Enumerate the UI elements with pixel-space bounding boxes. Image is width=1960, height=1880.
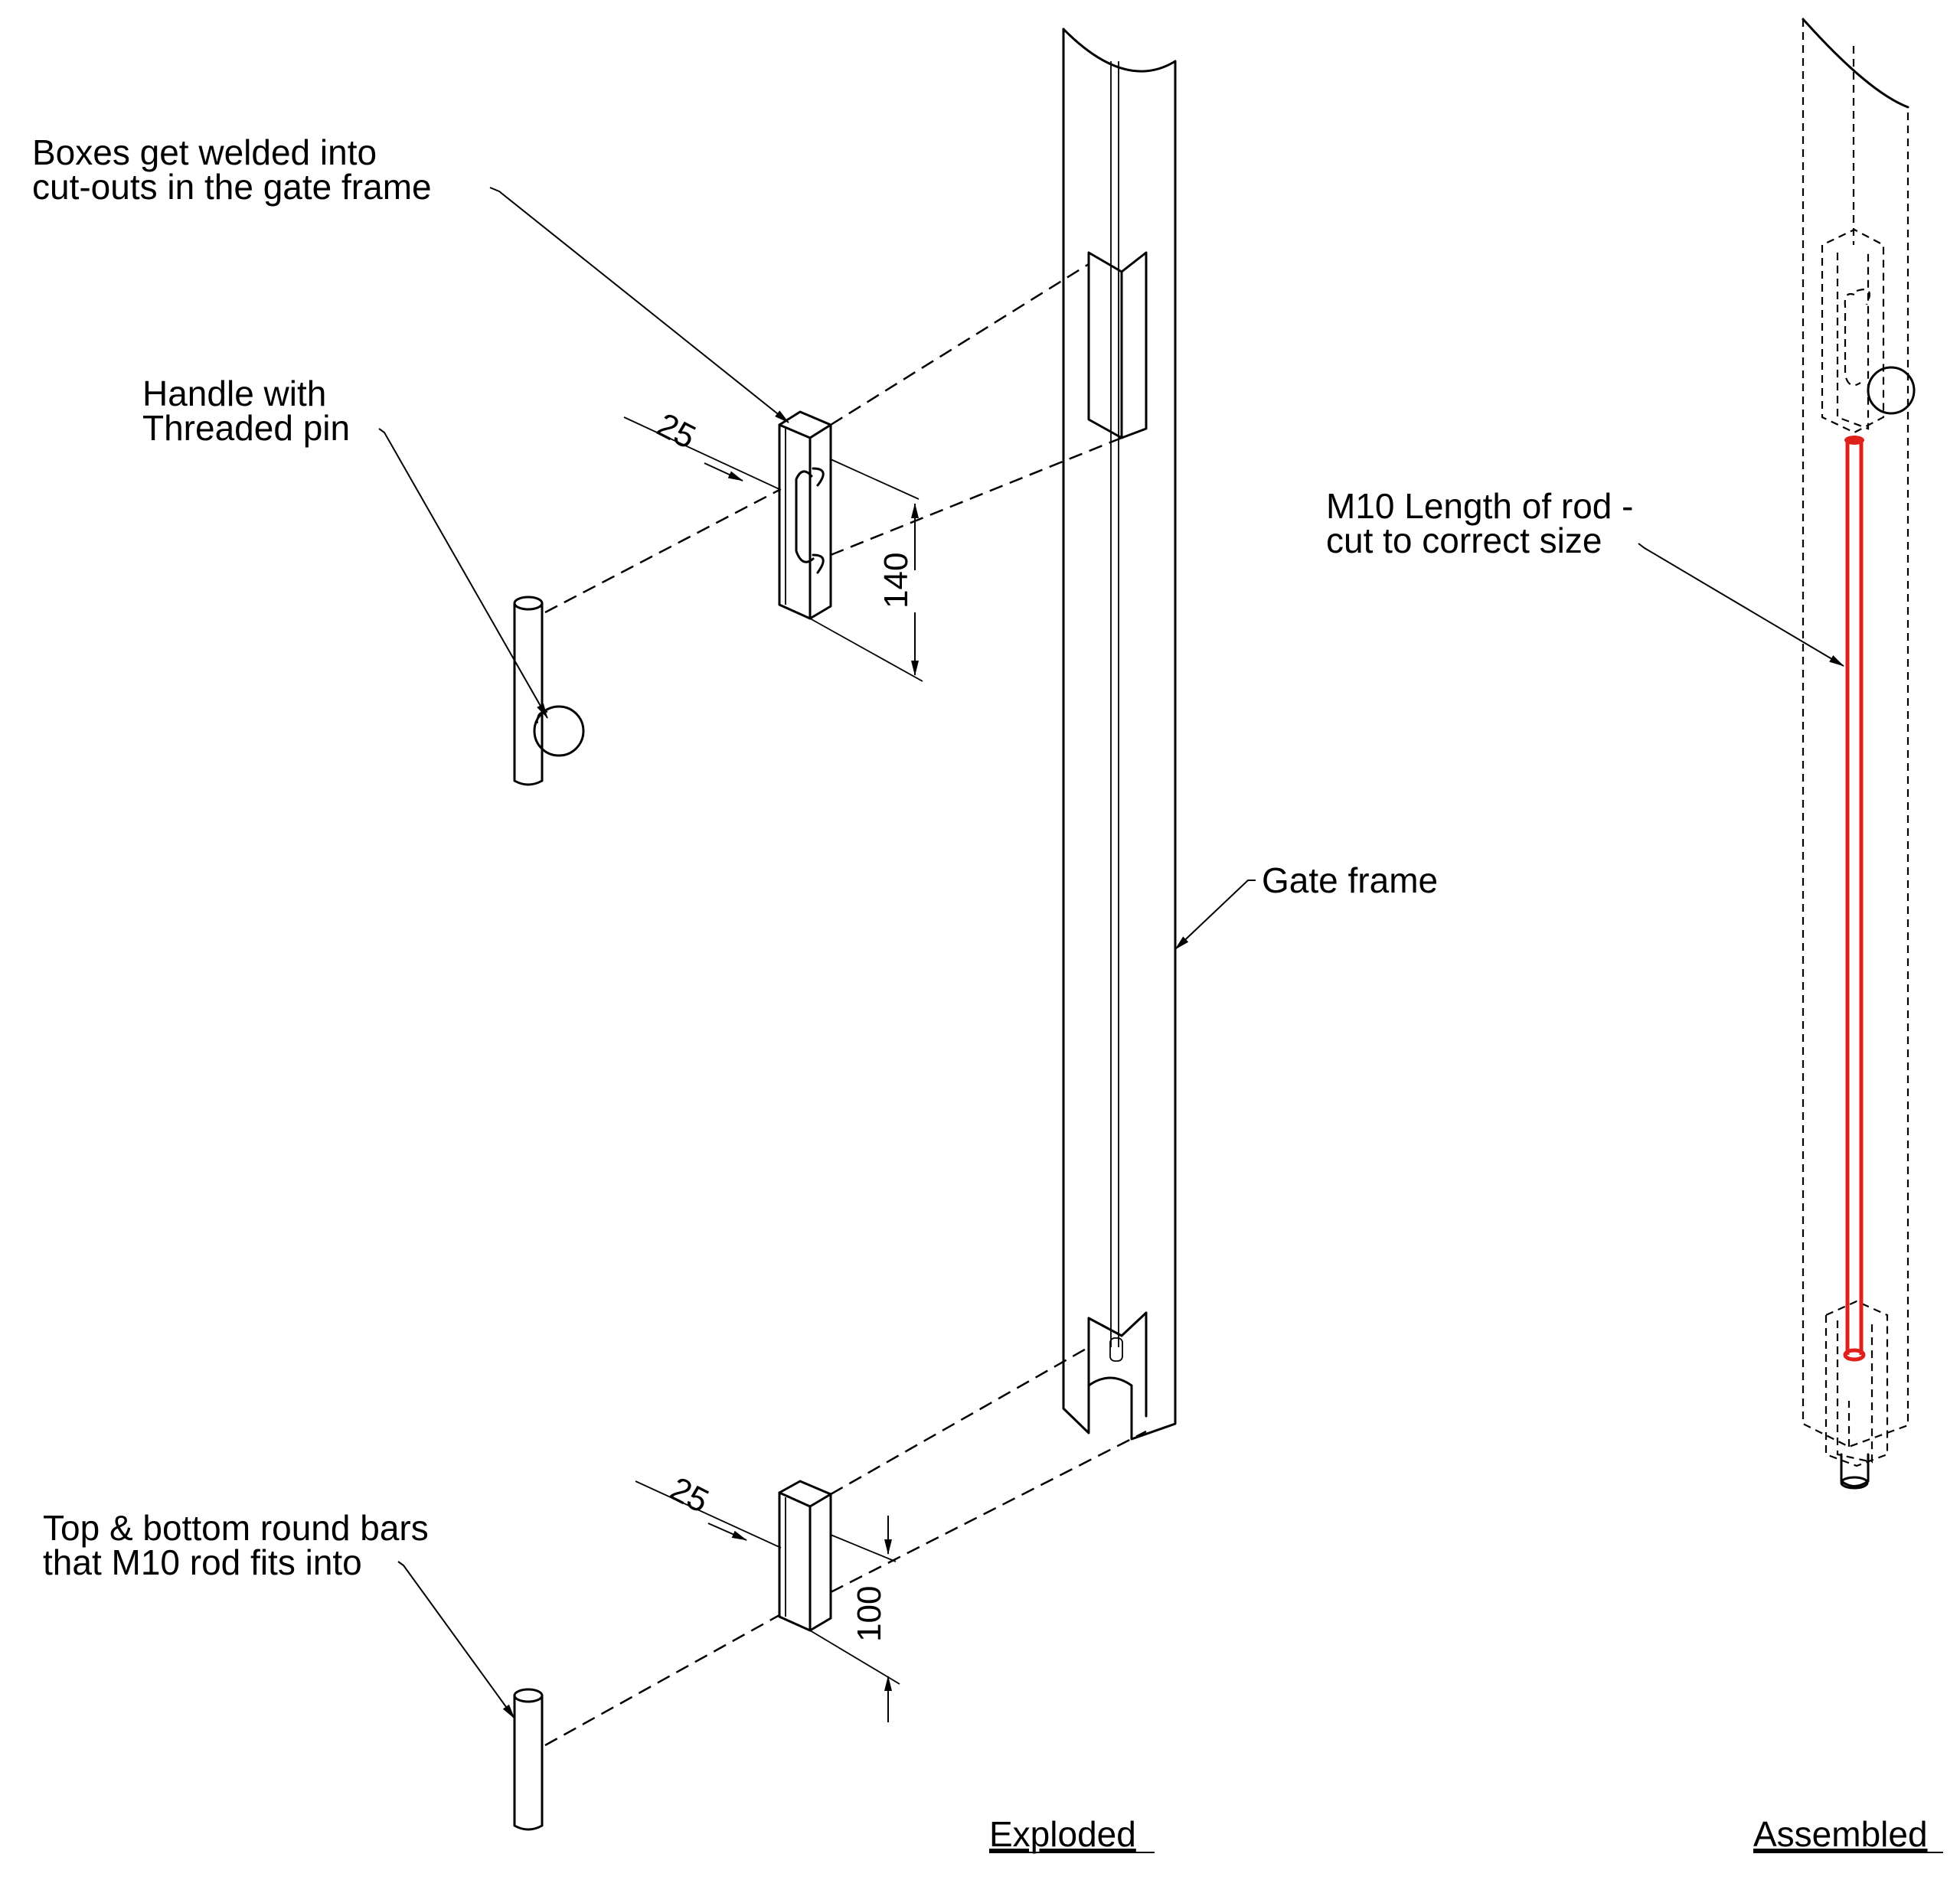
boxes-label-line2: cut-outs in the gate frame xyxy=(32,167,432,207)
rod-label-line1: M10 Length of rod - xyxy=(1326,486,1633,526)
explode-lines xyxy=(544,263,1147,1747)
handle-label-line2: Threaded pin xyxy=(142,408,350,448)
gate-frame-exploded xyxy=(1062,28,1177,1441)
top-box-height-dimension: 140 xyxy=(877,553,915,609)
bars-label-line2: that M10 rod fits into xyxy=(43,1542,362,1582)
bars-label-line1: Top & bottom round bars xyxy=(43,1508,429,1548)
boxes-label-line1: Boxes get welded into xyxy=(32,132,377,172)
top-box-width-dimension: 25 xyxy=(651,406,701,456)
leader-lines xyxy=(378,187,1844,1719)
assembled-view-title: Assembled xyxy=(1753,1814,1928,1854)
top-box-exploded xyxy=(623,410,923,682)
bottom-box-height-dimension: 100 xyxy=(851,1586,888,1642)
rod-label-line2: cut to correct size xyxy=(1326,521,1602,560)
bottom-box-width-dimension: 25 xyxy=(664,1470,714,1520)
gate-frame-label: Gate frame xyxy=(1262,860,1438,900)
exploded-view-title: Exploded xyxy=(989,1814,1136,1854)
m10-rod xyxy=(1843,436,1866,1362)
handle-bar xyxy=(513,596,585,786)
bottom-box-exploded xyxy=(635,1480,900,1722)
handle-label-line1: Handle with xyxy=(142,374,326,413)
bottom-round-bar xyxy=(513,1688,544,1831)
gate-frame-assembled xyxy=(1802,18,1916,1490)
